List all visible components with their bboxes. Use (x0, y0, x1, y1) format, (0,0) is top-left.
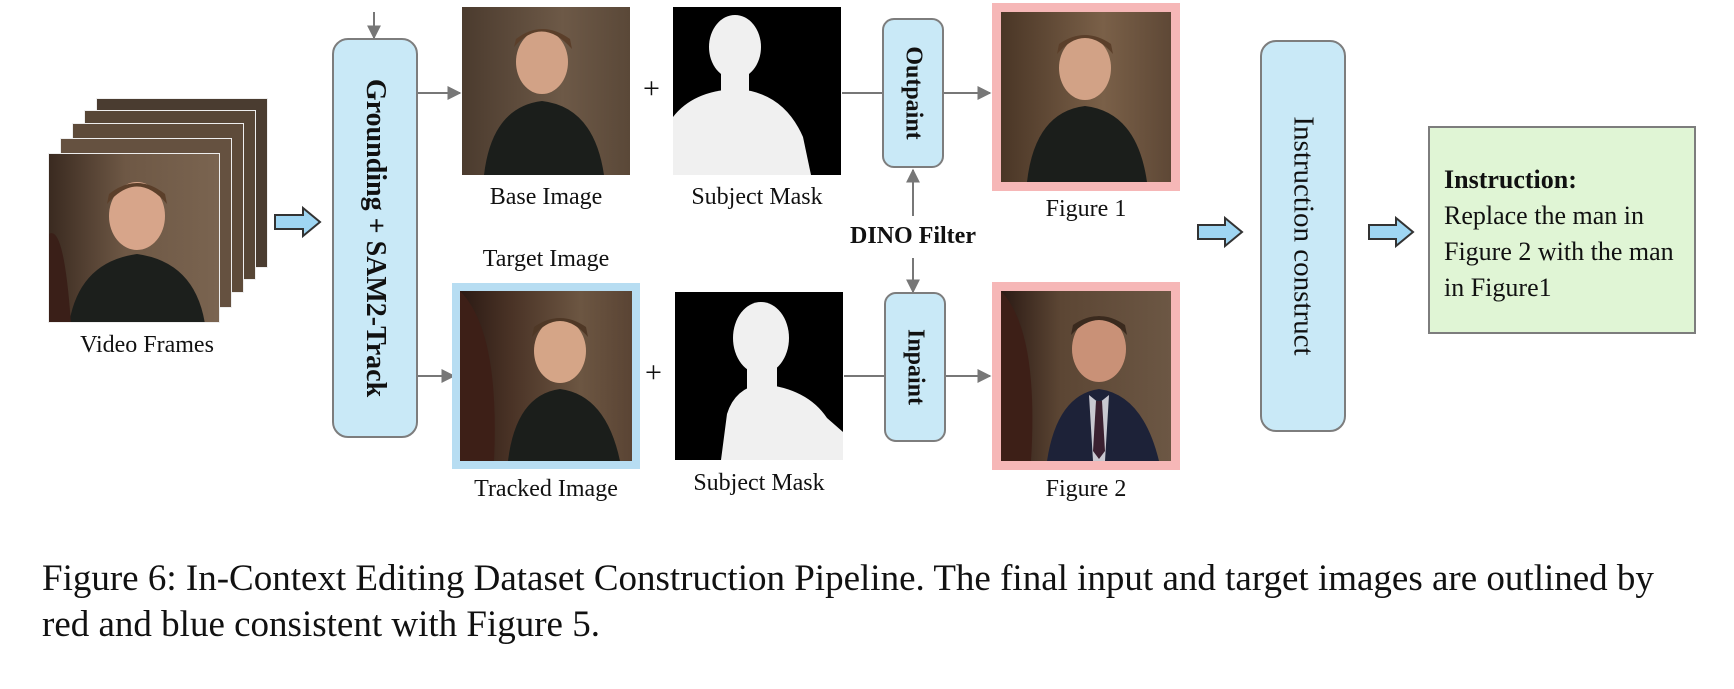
inpaint-label: Inpaint (902, 328, 929, 406)
instruction-heading: Instruction: (1444, 165, 1577, 194)
figure-1-image (992, 3, 1180, 191)
base-image-label: Base Image (489, 184, 603, 210)
dino-filter-label: DINO Filter (850, 223, 976, 249)
instruction-box: Instruction: Replace the man in Figure 2… (1428, 126, 1696, 334)
figure-2-label: Figure 2 (1045, 476, 1127, 502)
outpaint-box: Outpaint (882, 18, 944, 168)
grounding-sam2-track-label: Grounding + SAM2-Track (360, 78, 391, 398)
video-frames-label: Video Frames (80, 332, 214, 358)
subject-mask-top-label: Subject Mask (691, 184, 823, 210)
figure-2-image (992, 282, 1180, 470)
block-arrow-figures (1197, 215, 1244, 249)
target-image-label: Target Image (482, 246, 610, 272)
subject-mask-bottom-label: Subject Mask (693, 470, 825, 496)
base-image (462, 7, 630, 175)
grounding-sam2-track-box: Grounding + SAM2-Track (332, 38, 418, 438)
inpaint-box: Inpaint (884, 292, 946, 442)
figure-1-label: Figure 1 (1045, 196, 1127, 222)
subject-mask-bottom (675, 292, 843, 460)
video-frames-stack (48, 98, 268, 323)
block-arrow-instruction (1368, 215, 1415, 249)
plus-sign-top: + (643, 72, 660, 105)
instruction-construct-label: Instruction construct (1287, 116, 1320, 356)
block-arrow-frames (274, 205, 322, 239)
outpaint-label: Outpaint (900, 46, 927, 140)
subject-mask-top (673, 7, 841, 175)
instruction-construct-box: Instruction construct (1260, 40, 1346, 432)
figure-caption: Figure 6: In-Context Editing Dataset Con… (42, 558, 1654, 645)
instruction-text: Replace the man in Figure 2 with the man… (1444, 201, 1674, 302)
tracked-image-label: Tracked Image (474, 476, 618, 502)
plus-sign-bottom: + (645, 356, 662, 389)
tracked-image (452, 283, 640, 469)
